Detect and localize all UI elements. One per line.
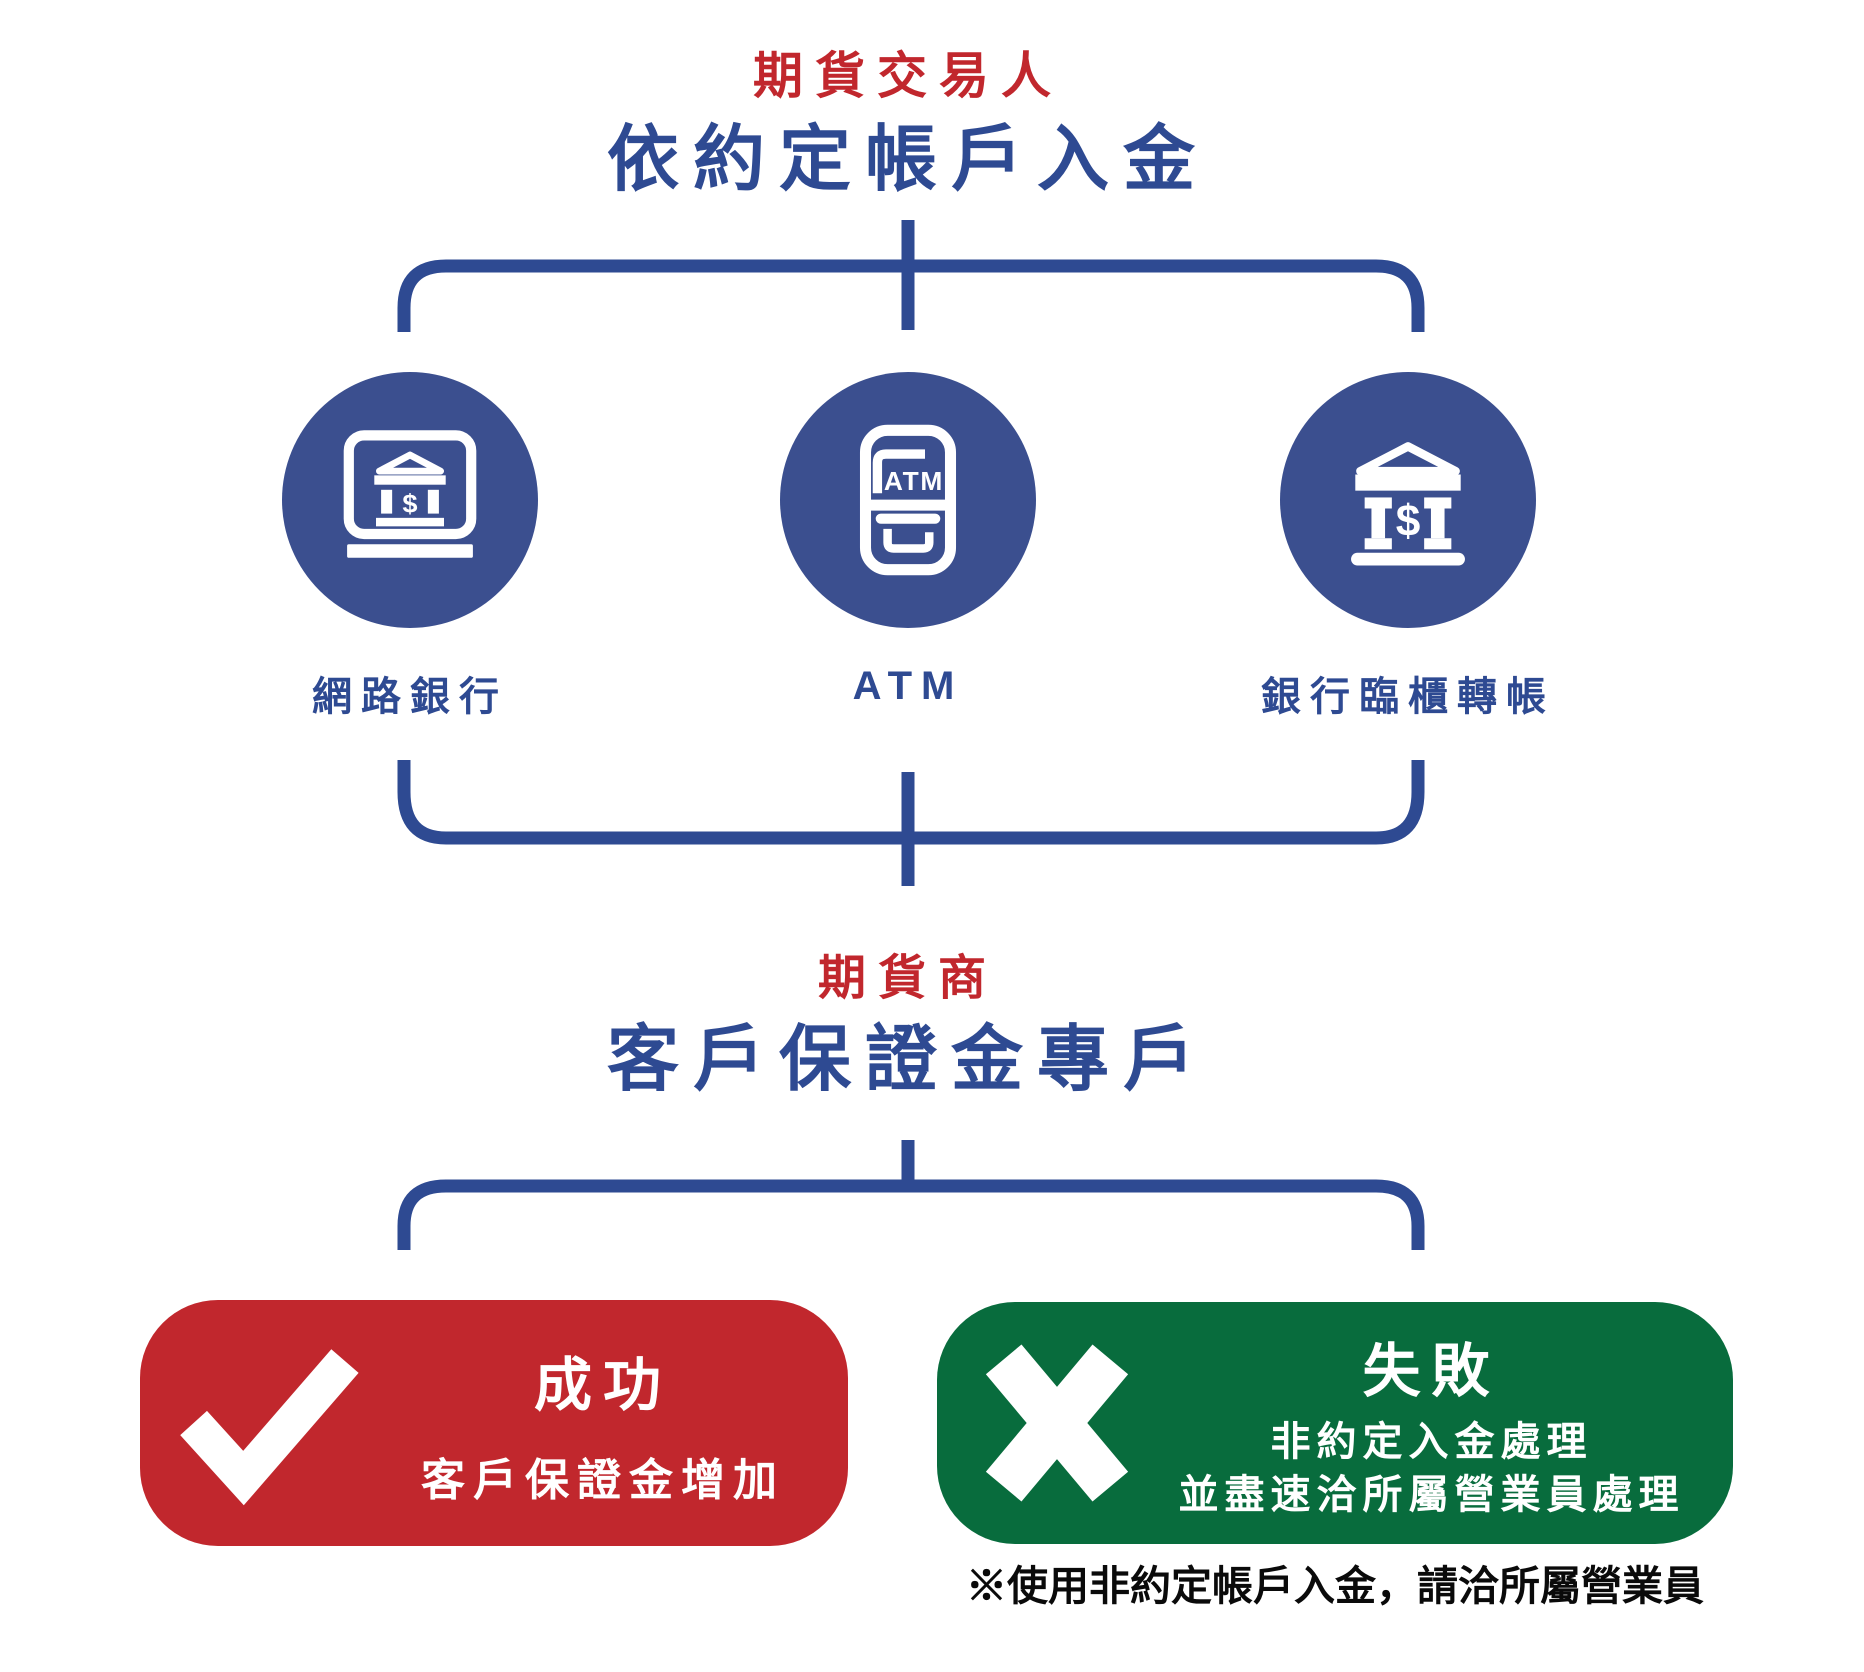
source-eyebrow: 期貨交易人 [753,48,1063,104]
atm-icon: ATM [859,424,957,576]
online-banking-icon: $ [343,430,477,558]
failure-title: 失敗 [1362,1339,1501,1405]
top-split-bracket [397,259,1425,332]
success-text: 成功 客戶保證金增加 [380,1338,848,1508]
check-icon [180,1349,359,1506]
channel-circle-atm: ATM [780,372,1036,628]
channel-label-bank-counter: 銀行臨櫃轉帳 [1261,675,1555,719]
success-card: 成功 客戶保證金增加 [140,1300,848,1546]
failure-text: 失敗 非約定入金處理 並盡速洽所屬營業員處理 [1152,1324,1733,1522]
failure-card: 失敗 非約定入金處理 並盡速洽所屬營業員處理 [937,1302,1733,1544]
atm-glyph: ATM [884,466,944,496]
success-description: 客戶保證金增加 [421,1456,785,1505]
merge-bracket [397,760,1425,845]
destination-title: 客戶保證金專戶 [606,1020,1209,1100]
dollar-glyph: $ [402,488,417,519]
footnote: ※使用非約定帳戶入金，請洽所屬營業員 [966,1563,1704,1609]
x-icon [985,1344,1129,1502]
dollar-glyph: $ [1396,497,1421,546]
channel-circle-bank-counter: $ [1280,372,1536,628]
failure-icon-zone [962,1335,1152,1511]
success-icon-zone [162,1337,380,1509]
channel-label-atm: ATM [852,664,964,708]
bank-counter-transfer-icon: $ [1351,442,1465,566]
channel-label-online-banking: 網路銀行 [312,675,508,719]
destination-eyebrow: 期貨商 [817,952,998,1005]
source-title: 依約定帳戶入金 [606,120,1209,200]
failure-line-2: 並盡速洽所屬營業員處理 [1178,1473,1685,1517]
success-title: 成功 [533,1353,672,1418]
bottom-split-bracket [397,1179,1425,1250]
failure-line-1: 非約定入金處理 [1270,1420,1593,1465]
channel-circle-online-banking: $ [282,372,538,628]
